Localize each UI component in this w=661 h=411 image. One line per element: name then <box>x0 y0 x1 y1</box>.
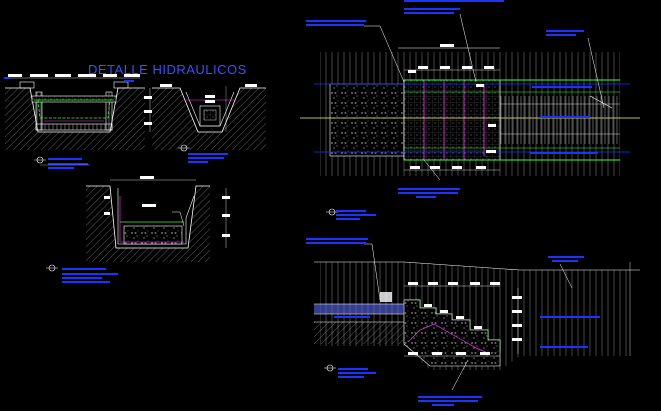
longitudinal-section <box>306 238 640 406</box>
plan-view-structure <box>300 0 640 220</box>
section-detail-deep-channel <box>46 176 230 283</box>
drawing-title: DETALLE HIDRAULICOS <box>88 62 247 77</box>
section-detail-rectangular-channel <box>4 74 152 169</box>
section-detail-trapezoidal-channel <box>152 84 266 163</box>
